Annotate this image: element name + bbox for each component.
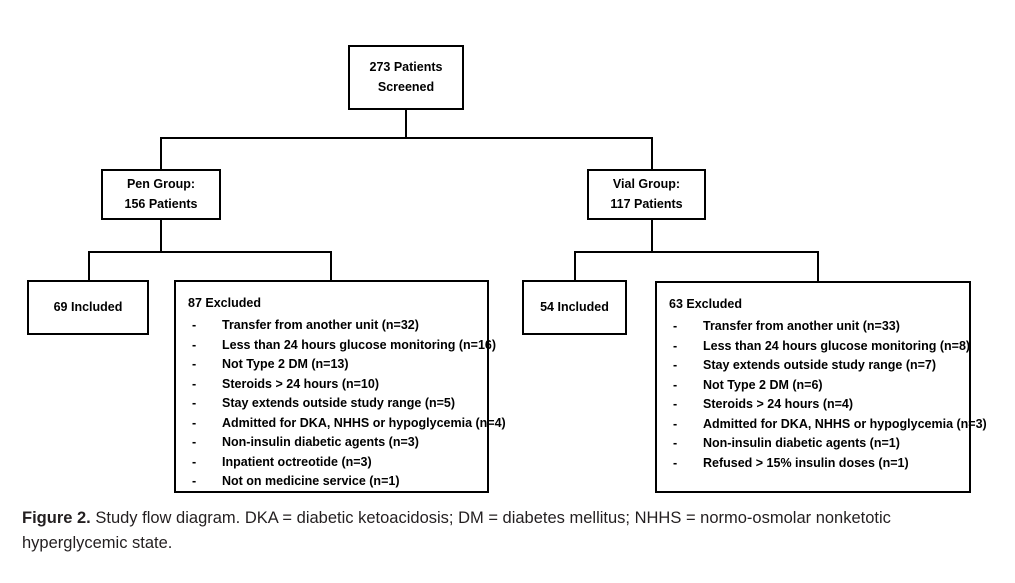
bullet-dash: -	[673, 377, 678, 392]
list-item: - Admitted for DKA, NHHS or hypoglycemia …	[669, 415, 987, 435]
node-vial-group-line1: Vial Group:	[612, 177, 681, 192]
pen-excluded-title: 87 Excluded	[188, 296, 261, 310]
connector-to-pen-group	[160, 137, 162, 170]
node-pen-excluded: 87 Excluded - Transfer from another unit …	[174, 280, 506, 493]
list-item-label: Transfer from another unit (n=32)	[222, 318, 419, 333]
connector-to-pen-included	[88, 251, 90, 281]
list-item: - Transfer from another unit (n=32)	[188, 316, 477, 336]
list-item: - Inpatient octreotide (n=3)	[188, 453, 477, 473]
figure-caption-text: Study flow diagram. DKA = diabetic ketoa…	[22, 509, 891, 552]
vial-excluded-list: - Transfer from another unit (n=33) - Less…	[669, 317, 987, 474]
connector-pen-horizontal	[88, 251, 332, 253]
bullet-dash: -	[673, 455, 678, 470]
node-pen-group: Pen Group: 156 Patients	[101, 169, 221, 220]
list-item: - Refused > 15% insulin doses (n=1)	[669, 454, 959, 474]
list-item-label: Inpatient octreotide (n=3)	[222, 454, 372, 469]
connector-root-horizontal	[160, 137, 653, 139]
bullet-dash: -	[192, 415, 197, 430]
bullet-dash: -	[192, 318, 197, 333]
list-item-label: Non-insulin diabetic agents (n=1)	[703, 436, 900, 451]
list-item: - Non-insulin diabetic agents (n=1)	[669, 434, 959, 454]
node-screened: 273 Patients Screened	[348, 45, 464, 110]
connector-to-vial-excluded	[817, 251, 819, 281]
list-item-label: Less than 24 hours glucose monitoring (n…	[703, 338, 971, 353]
bullet-dash: -	[192, 474, 197, 489]
list-item-label: Admitted for DKA, NHHS or hypoglycemia (…	[222, 415, 506, 430]
node-screened-line2: Screened	[377, 79, 435, 94]
list-item-label: Stay extends outside study range (n=5)	[222, 396, 456, 411]
list-item-label: Non-insulin diabetic agents (n=3)	[222, 435, 419, 450]
list-item: - Stay extends outside study range (n=5)	[188, 394, 477, 414]
list-item-label: Not Type 2 DM (n=6)	[703, 377, 823, 392]
pen-excluded-list: - Transfer from another unit (n=32) - Less…	[188, 316, 506, 492]
node-screened-line1: 273 Patients	[369, 60, 443, 75]
figure-caption-label: Figure 2.	[22, 509, 91, 527]
connector-pen-stem	[160, 220, 162, 252]
list-item: - Stay extends outside study range (n=7)	[669, 356, 959, 376]
list-item-label: Refused > 15% insulin doses (n=1)	[703, 455, 909, 470]
list-item-label: Less than 24 hours glucose monitoring (n…	[222, 337, 497, 352]
list-item: - Not on medicine service (n=1)	[188, 472, 477, 492]
list-item-label: Stay extends outside study range (n=7)	[703, 358, 937, 373]
bullet-dash: -	[192, 337, 197, 352]
bullet-dash: -	[673, 358, 678, 373]
list-item-label: Not Type 2 DM (n=13)	[222, 357, 349, 372]
bullet-dash: -	[673, 338, 678, 353]
list-item: - Steroids > 24 hours (n=4)	[669, 395, 959, 415]
list-item: - Less than 24 hours glucose monitoring (…	[188, 336, 496, 356]
vial-excluded-title: 63 Excluded	[669, 297, 742, 311]
bullet-dash: -	[192, 396, 197, 411]
bullet-dash: -	[192, 454, 197, 469]
node-pen-included-label: 69 Included	[53, 299, 123, 314]
bullet-dash: -	[192, 357, 197, 372]
list-item-label: Admitted for DKA, NHHS or hypoglycemia (…	[703, 416, 987, 431]
node-pen-group-line2: 156 Patients	[124, 196, 198, 211]
list-item-label: Not on medicine service (n=1)	[222, 474, 400, 489]
list-item: - Not Type 2 DM (n=13)	[188, 355, 477, 375]
node-vial-excluded: 63 Excluded - Transfer from another unit …	[655, 281, 987, 493]
list-item-label: Steroids > 24 hours (n=10)	[222, 376, 379, 391]
connector-vial-horizontal	[574, 251, 819, 253]
node-pen-included: 69 Included	[27, 280, 149, 335]
list-item-label: Steroids > 24 hours (n=4)	[703, 397, 854, 412]
connector-to-pen-excluded	[330, 251, 332, 281]
list-item: - Non-insulin diabetic agents (n=3)	[188, 433, 477, 453]
bullet-dash: -	[192, 435, 197, 450]
connector-to-vial-included	[574, 251, 576, 281]
bullet-dash: -	[673, 397, 678, 412]
list-item: - Admitted for DKA, NHHS or hypoglycemia …	[188, 414, 506, 434]
connector-vial-stem	[651, 220, 653, 252]
bullet-dash: -	[192, 376, 197, 391]
connector-to-vial-group	[651, 137, 653, 170]
node-pen-group-line1: Pen Group:	[126, 177, 196, 192]
bullet-dash: -	[673, 319, 678, 334]
list-item: - Transfer from another unit (n=33)	[669, 317, 959, 337]
connector-root-stem	[405, 110, 407, 138]
node-vial-included-label: 54 Included	[540, 299, 609, 314]
list-item: - Not Type 2 DM (n=6)	[669, 376, 959, 396]
list-item: - Less than 24 hours glucose monitoring (…	[669, 337, 970, 357]
node-vial-group-line2: 117 Patients	[610, 196, 683, 211]
node-vial-included: 54 Included	[522, 280, 627, 335]
list-item-label: Transfer from another unit (n=33)	[703, 319, 900, 334]
list-item: - Steroids > 24 hours (n=10)	[188, 375, 477, 395]
node-vial-group: Vial Group: 117 Patients	[587, 169, 706, 220]
bullet-dash: -	[673, 436, 678, 451]
figure-caption: Figure 2. Study flow diagram. DKA = diab…	[22, 506, 997, 556]
bullet-dash: -	[673, 416, 678, 431]
